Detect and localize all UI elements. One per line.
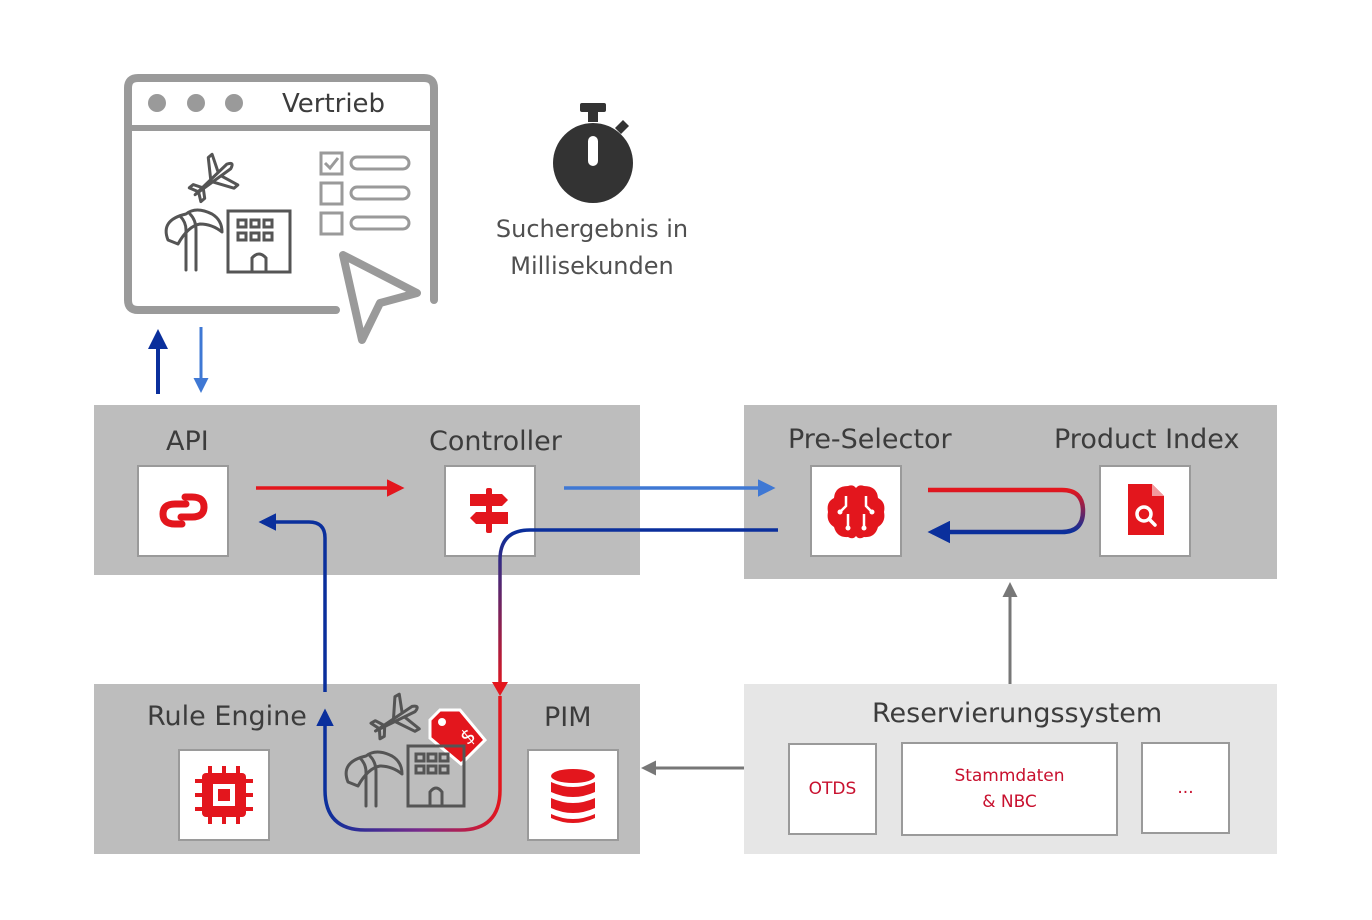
stammdaten-line2: & NBC bbox=[982, 792, 1037, 812]
plane-icon bbox=[187, 152, 240, 204]
checklist-icon bbox=[319, 151, 411, 236]
palm-icon bbox=[164, 208, 224, 272]
timer-caption: Suchergebnis in Millisekunden bbox=[472, 211, 712, 285]
stammdaten-line1: Stammdaten bbox=[954, 766, 1065, 786]
window-dot-icon bbox=[225, 94, 243, 112]
source-otds: OTDS bbox=[788, 743, 877, 835]
palm-icon bbox=[344, 750, 404, 808]
rule-engine-label: Rule Engine bbox=[147, 701, 307, 732]
browser-window bbox=[124, 74, 438, 344]
database-icon bbox=[551, 769, 595, 823]
timer-line2: Millisekunden bbox=[510, 252, 674, 280]
preselector-to-pim-arrow bbox=[498, 528, 778, 688]
api-label: API bbox=[166, 426, 209, 457]
price-tag-icon: $ bbox=[428, 708, 488, 767]
window-dot-icon bbox=[187, 94, 205, 112]
controller-card bbox=[444, 465, 536, 557]
hotel-icon bbox=[406, 744, 466, 808]
reservation-title: Reservierungssystem bbox=[872, 698, 1163, 729]
source-stammdaten: Stammdaten & NBC bbox=[901, 742, 1118, 836]
rule-to-api-arrow bbox=[258, 513, 327, 692]
browser-title: Vertrieb bbox=[282, 89, 386, 119]
source-more: ... bbox=[1141, 742, 1230, 834]
plane-icon bbox=[369, 692, 421, 741]
source-otds-label: OTDS bbox=[808, 779, 857, 799]
link-icon bbox=[159, 493, 208, 528]
brain-icon bbox=[827, 485, 885, 539]
index-label: Product Index bbox=[1054, 424, 1240, 455]
hotel-icon bbox=[226, 209, 292, 274]
api-card bbox=[137, 465, 229, 557]
stopwatch-icon bbox=[553, 103, 633, 203]
window-dot-icon bbox=[148, 94, 166, 112]
source-more-label: ... bbox=[1177, 778, 1194, 798]
pim-to-rule-flow bbox=[316, 696, 502, 832]
index-loop-arrow bbox=[927, 487, 1086, 544]
chip-icon bbox=[195, 766, 253, 824]
controller-label: Controller bbox=[429, 426, 562, 457]
cursor-icon bbox=[339, 251, 421, 344]
timer-line1: Suchergebnis in bbox=[495, 215, 689, 243]
preselector-label: Pre-Selector bbox=[788, 424, 952, 455]
pim-label: PIM bbox=[544, 702, 592, 733]
browser-frame bbox=[124, 74, 438, 314]
signpost-icon bbox=[470, 488, 508, 533]
source-stammdaten-label: Stammdaten & NBC bbox=[903, 763, 1116, 815]
document-search-icon bbox=[1128, 484, 1164, 535]
